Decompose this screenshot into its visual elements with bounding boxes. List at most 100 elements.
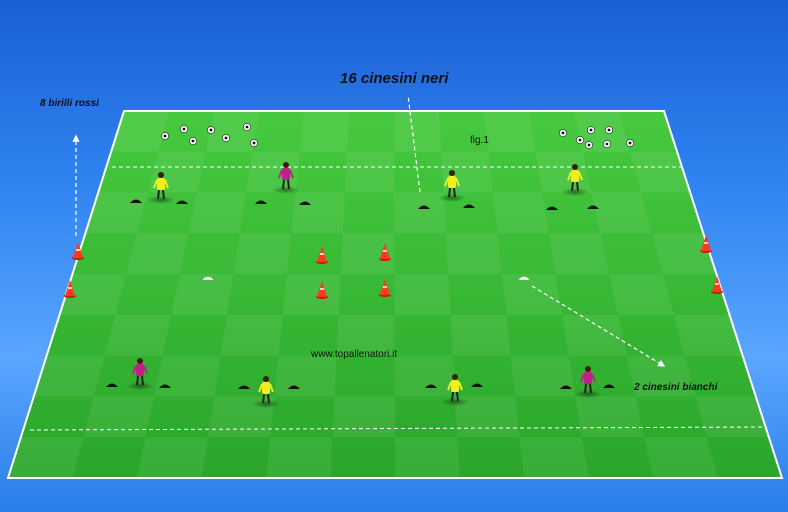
- black-marker: [176, 200, 188, 204]
- soccer-ball: [605, 126, 613, 134]
- bottom-dashed-line: [29, 426, 763, 431]
- black-marker: [106, 383, 118, 387]
- pitch-tile: [274, 355, 337, 397]
- red-cone: [72, 242, 84, 260]
- red-cone: [379, 243, 391, 261]
- pitch-tile: [450, 314, 511, 356]
- pitch-tile: [445, 233, 502, 275]
- arrow-white-markers: [531, 285, 666, 367]
- pitch-tile: [111, 111, 169, 152]
- player-magenta: [272, 162, 300, 194]
- pitch-tile: [220, 314, 283, 356]
- soccer-ball: [222, 134, 230, 142]
- red-cone: [700, 235, 712, 253]
- black-marker: [299, 201, 311, 205]
- pitch-tile: [673, 314, 743, 356]
- pitch-tile: [332, 396, 395, 438]
- pitch-tile: [626, 355, 696, 397]
- pitch-tile: [609, 274, 674, 315]
- pitch-tile: [344, 151, 395, 193]
- pitch-tile: [644, 437, 718, 478]
- pitch-tile: [454, 396, 520, 438]
- black-marker: [238, 385, 250, 389]
- black-marker: [603, 384, 615, 388]
- black-marker: [560, 385, 572, 389]
- pitch-tile: [548, 233, 610, 275]
- pitch-tile: [188, 192, 247, 234]
- pitch-items: [64, 123, 723, 408]
- black-marker: [587, 205, 599, 209]
- black-marker: [255, 200, 267, 204]
- pitch-tile: [126, 233, 189, 275]
- black-marker: [130, 199, 142, 203]
- pitch-tile: [59, 274, 127, 315]
- pitch-tile: [8, 437, 84, 478]
- white-markers-label: 2 cinesini bianchi: [634, 382, 718, 393]
- pitch-tile: [340, 233, 395, 275]
- pitch-tile: [394, 192, 446, 234]
- soccer-ball: [189, 137, 197, 145]
- pitch-tile: [83, 396, 155, 438]
- pitch-tile: [501, 274, 563, 315]
- pitch-tile: [233, 233, 292, 275]
- black-marker: [418, 205, 430, 209]
- soccer-ball: [587, 126, 595, 134]
- pitch-tile: [695, 396, 769, 438]
- player-yellow: [561, 164, 589, 196]
- pitch-tile: [104, 314, 172, 356]
- soccer-ball: [161, 132, 169, 140]
- pitch-border: [6, 110, 784, 479]
- red-cone: [316, 246, 328, 264]
- black-marker: [463, 204, 475, 208]
- pitch-tile: [205, 111, 259, 152]
- pitch-tile: [336, 314, 395, 356]
- soccer-ball: [603, 140, 611, 148]
- soccer-ball: [626, 139, 634, 147]
- pitch-tile: [575, 396, 645, 438]
- pitch-tile: [154, 355, 221, 397]
- soccer-ball: [559, 129, 567, 137]
- soccer-ball: [576, 136, 584, 144]
- pitch-tile: [394, 111, 442, 152]
- pitch-tile: [629, 151, 691, 193]
- white-marker: [517, 276, 531, 281]
- pitch: [8, 111, 782, 478]
- cones-label: 8 birilli rossi: [40, 98, 99, 109]
- black-marker: [425, 384, 437, 388]
- player-yellow: [438, 170, 466, 202]
- pitch-tile: [85, 192, 148, 234]
- pitch-tile: [484, 111, 536, 152]
- red-cone: [316, 281, 328, 299]
- figure-label: fig.1: [470, 135, 489, 146]
- soccer-ball: [180, 125, 188, 133]
- pitch-tile: [246, 151, 300, 193]
- player-yellow: [441, 374, 469, 406]
- pitch-tile: [562, 314, 627, 356]
- pitch-tile: [591, 192, 652, 234]
- pitch-tile: [651, 233, 717, 275]
- pitch-tile: [510, 355, 576, 397]
- pitch-tile: [291, 192, 345, 234]
- black-marker: [159, 384, 171, 388]
- pitch-tile: [282, 274, 341, 315]
- pitch-tile: [394, 274, 451, 315]
- player-magenta: [126, 358, 154, 390]
- pitch-tile: [394, 355, 455, 397]
- pitch-tile: [33, 355, 105, 397]
- white-marker: [201, 276, 215, 281]
- soccer-ball: [207, 126, 215, 134]
- red-cone: [64, 280, 76, 298]
- arrow-black-markers: [407, 94, 421, 193]
- black-marker: [546, 206, 558, 210]
- pitch-tile: [519, 437, 589, 478]
- soccer-ball: [250, 139, 258, 147]
- black-marker: [471, 383, 483, 387]
- pitch-tile: [535, 151, 592, 193]
- title-label: 16 cinesini neri: [340, 70, 449, 87]
- player-yellow: [252, 376, 280, 408]
- pitch-tile: [394, 437, 460, 478]
- red-cone: [711, 276, 723, 294]
- player-magenta: [574, 366, 602, 398]
- black-marker: [288, 385, 300, 389]
